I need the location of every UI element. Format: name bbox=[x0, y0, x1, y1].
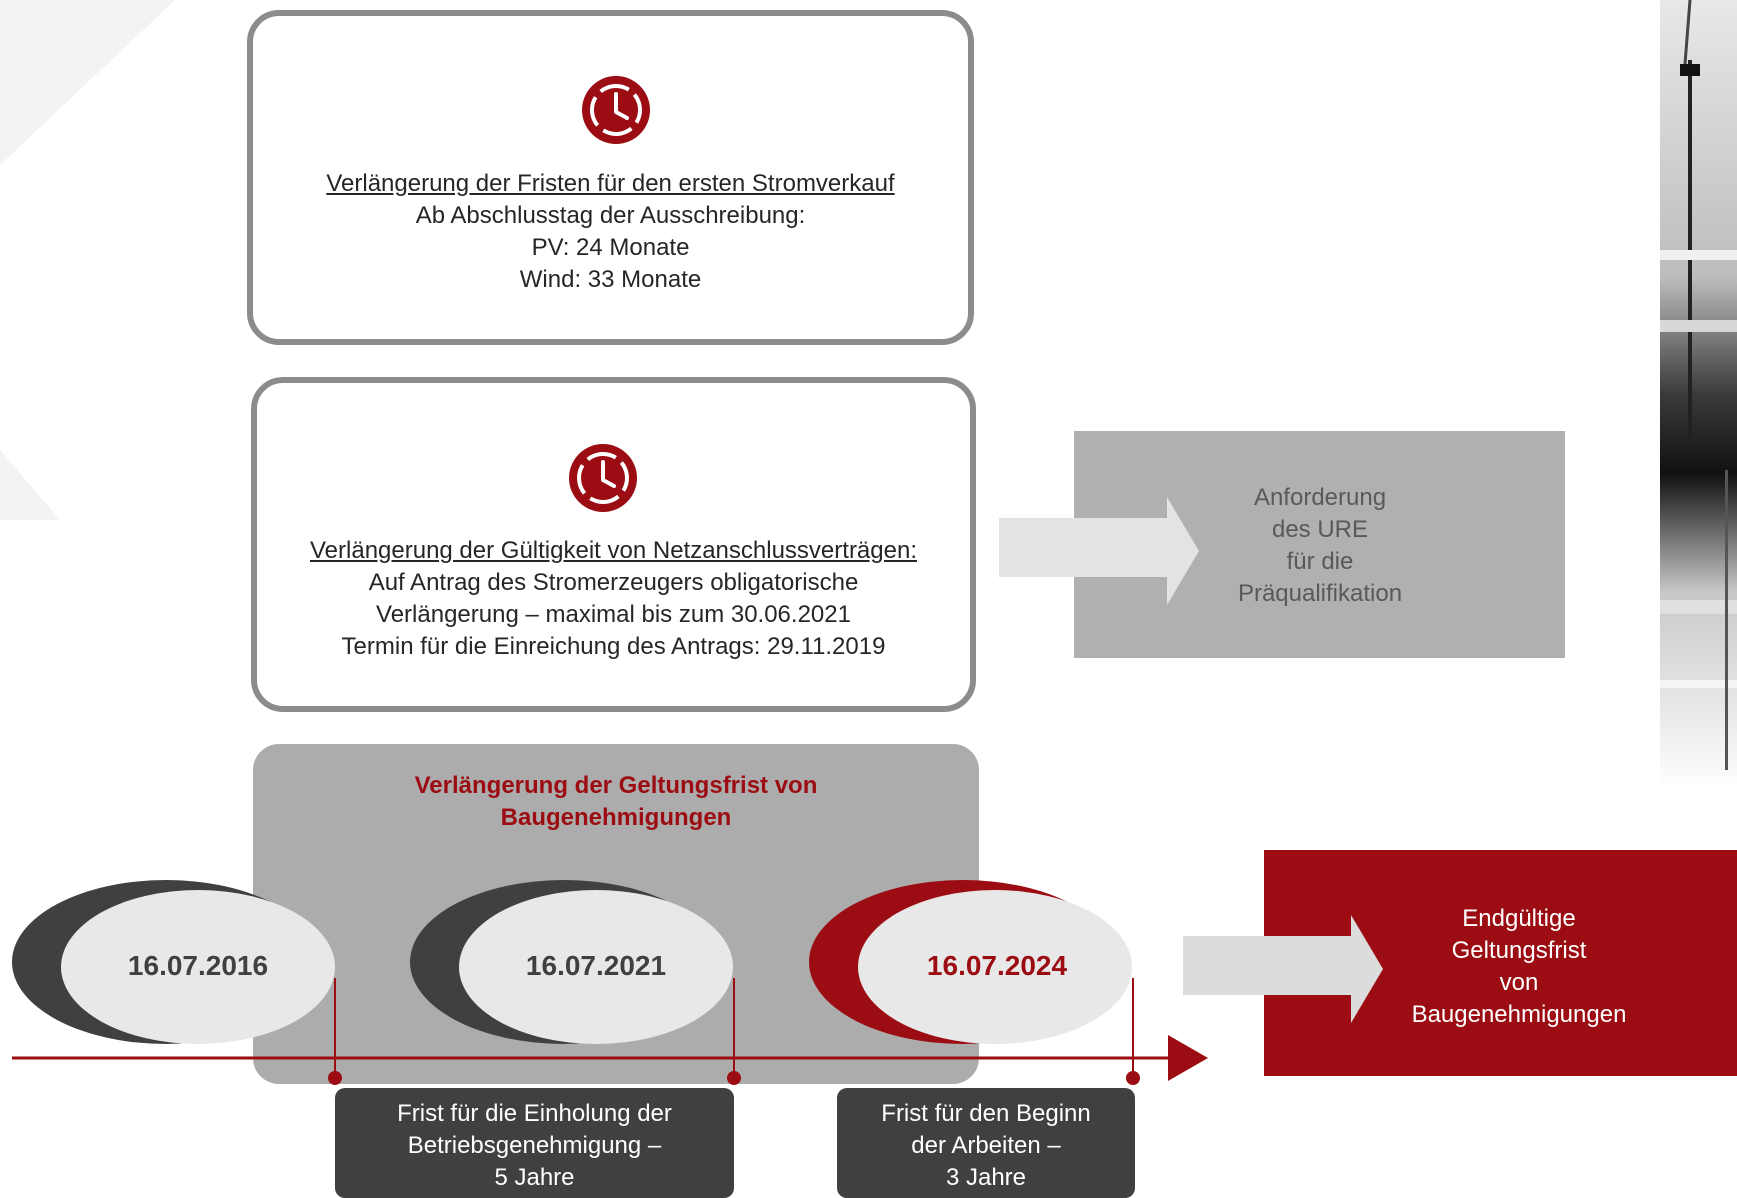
date-label: 16.07.2016 bbox=[127, 950, 269, 981]
ure-line: des URE bbox=[1271, 516, 1369, 543]
callout-line: 5 Jahre bbox=[494, 1164, 575, 1191]
callout-line: Frist für den Beginn bbox=[881, 1100, 1091, 1127]
callout-line: der Arbeiten – bbox=[911, 1132, 1061, 1159]
final-line: Geltungsfrist bbox=[1451, 937, 1587, 964]
date-bubble-front bbox=[459, 890, 733, 1044]
card-heading: Verlängerung der Gültigkeit von Netzansc… bbox=[309, 537, 917, 564]
card-line: Wind: 33 Monate bbox=[519, 266, 702, 293]
card-line: PV: 24 Monate bbox=[531, 234, 690, 261]
timeline bbox=[12, 880, 1208, 1085]
final-validity-text: Endgültige Geltungsfrist von Baugenehmig… bbox=[1364, 903, 1674, 1031]
callout-line: 3 Jahre bbox=[945, 1164, 1027, 1191]
date-label: 16.07.2021 bbox=[525, 950, 667, 981]
final-line: Endgültige bbox=[1462, 905, 1576, 932]
first-power-sale-text: Verlängerung der Fristen für den ersten … bbox=[253, 168, 968, 296]
panel-title-line: Verlängerung der Geltungsfrist von bbox=[414, 772, 818, 799]
first-power-sale-card: Verlängerung der Fristen für den ersten … bbox=[247, 10, 974, 345]
date-bubble-front bbox=[61, 890, 335, 1044]
marker-dot bbox=[328, 1071, 342, 1085]
final-line: von bbox=[1499, 969, 1539, 996]
card-heading: Verlängerung der Fristen für den ersten … bbox=[326, 170, 895, 197]
card-line: Termin für die Einreichung des Antrags: … bbox=[341, 633, 886, 660]
date-label-final: 16.07.2024 bbox=[926, 950, 1068, 981]
construction-start-callout: Frist für den Beginn der Arbeiten – 3 Ja… bbox=[837, 1088, 1135, 1198]
final-line: Baugenehmigungen bbox=[1411, 1001, 1627, 1028]
wind-turbine-photo bbox=[1650, 0, 1737, 790]
arrow-right-icon bbox=[999, 497, 1199, 605]
clock-icon bbox=[582, 76, 650, 144]
background-decoration bbox=[0, 0, 175, 520]
time-axis-arrowhead bbox=[1168, 1035, 1208, 1081]
grid-connection-card: Verlängerung der Gültigkeit von Netzansc… bbox=[251, 377, 976, 712]
date-bubble-front bbox=[858, 890, 1132, 1044]
ure-line: Präqualifikation bbox=[1237, 580, 1403, 607]
ure-line: für die bbox=[1286, 548, 1354, 575]
card-line: Ab Abschlusstag der Ausschreibung: bbox=[415, 202, 806, 229]
panel-title-line: Baugenehmigungen bbox=[500, 804, 732, 831]
operating-permit-callout: Frist für die Einholung der Betriebsgene… bbox=[335, 1088, 734, 1198]
grid-connection-text: Verlängerung der Gültigkeit von Netzansc… bbox=[257, 535, 970, 663]
ure-requirement-text: Anforderung des URE für die Präqualifika… bbox=[1170, 482, 1470, 610]
card-line: Verlängerung – maximal bis zum 30.06.202… bbox=[376, 601, 851, 628]
marker-dot bbox=[1126, 1071, 1140, 1085]
callout-line: Frist für die Einholung der bbox=[397, 1100, 672, 1127]
arrow-right-icon bbox=[1183, 915, 1383, 1023]
marker-dot bbox=[727, 1071, 741, 1085]
panel-title: Verlängerung der Geltungsfrist von Bauge… bbox=[253, 770, 979, 834]
clock-icon bbox=[569, 444, 637, 512]
callout-line: Betriebsgenehmigung – bbox=[407, 1132, 662, 1159]
ure-line: Anforderung bbox=[1253, 484, 1387, 511]
card-line: Auf Antrag des Stromerzeugers obligatori… bbox=[368, 569, 859, 596]
